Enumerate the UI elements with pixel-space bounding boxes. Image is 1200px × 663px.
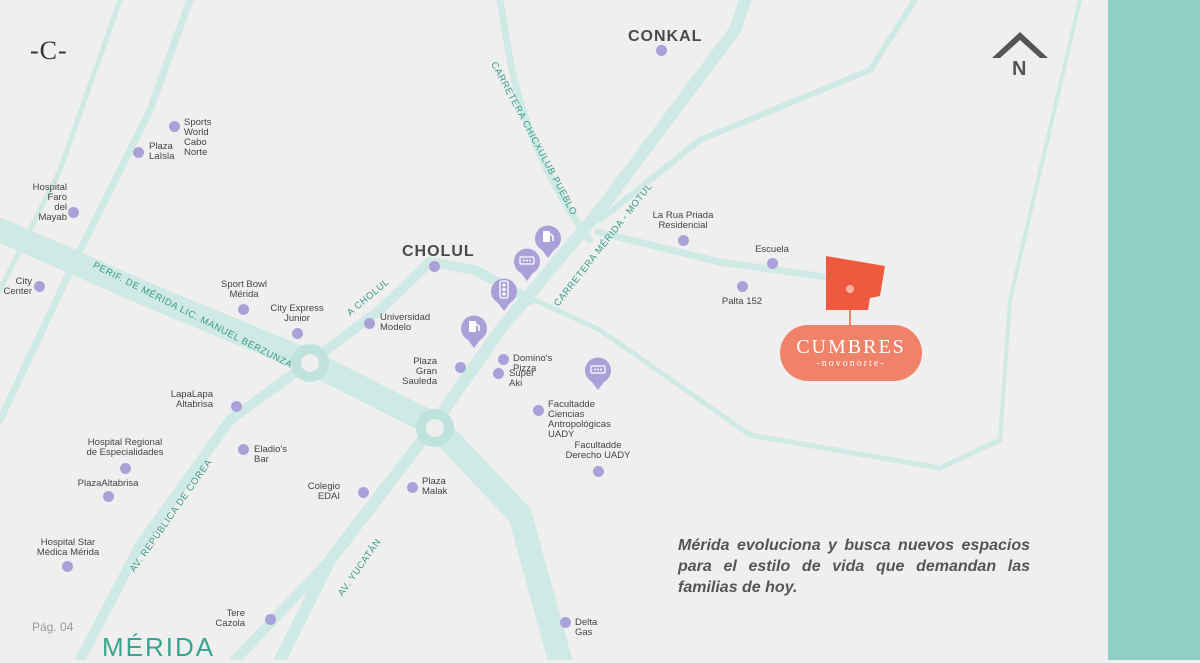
compass-label: N (1012, 58, 1027, 80)
town-conkal: CONKAL (628, 28, 703, 45)
roundabout-2 (416, 409, 454, 447)
city-label: MÉRIDA (102, 632, 216, 662)
store-icon[interactable] (584, 355, 612, 391)
road-periferico (0, 218, 572, 660)
road-av-republica (75, 357, 315, 660)
road-north-east (998, 0, 1082, 442)
gas-pump-icon[interactable] (460, 313, 488, 349)
brand-logo: -C- (30, 36, 68, 65)
road-av-yucatan (230, 420, 440, 660)
store-icon[interactable] (513, 246, 541, 282)
development-subtitle: -novonorte- (816, 358, 886, 369)
traffic-light-icon[interactable] (490, 276, 518, 312)
plot-point (846, 285, 854, 293)
town-cholul: CHOLUL (402, 243, 475, 260)
development-badge[interactable]: CUMBRES -novonorte- (780, 325, 922, 381)
road-carretera-chicxulub (496, 0, 594, 244)
road-north-west-1 (0, 0, 194, 424)
sidebar-panel (1108, 0, 1200, 660)
page-number: Pág. 04 (32, 620, 74, 634)
tagline: Mérida evoluciona y busca nuevos espacio… (678, 537, 1030, 596)
gas-pump-icon[interactable] (534, 223, 562, 259)
roundabout-1 (291, 344, 329, 382)
road-north-west-2 (0, 0, 123, 293)
compass-icon (992, 32, 1048, 58)
development-name: CUMBRES (796, 336, 906, 358)
road-conkal-east (597, 0, 918, 223)
road-escuela-link (594, 228, 864, 286)
road-east-diagonal (467, 267, 1003, 471)
development-plot (826, 256, 885, 310)
